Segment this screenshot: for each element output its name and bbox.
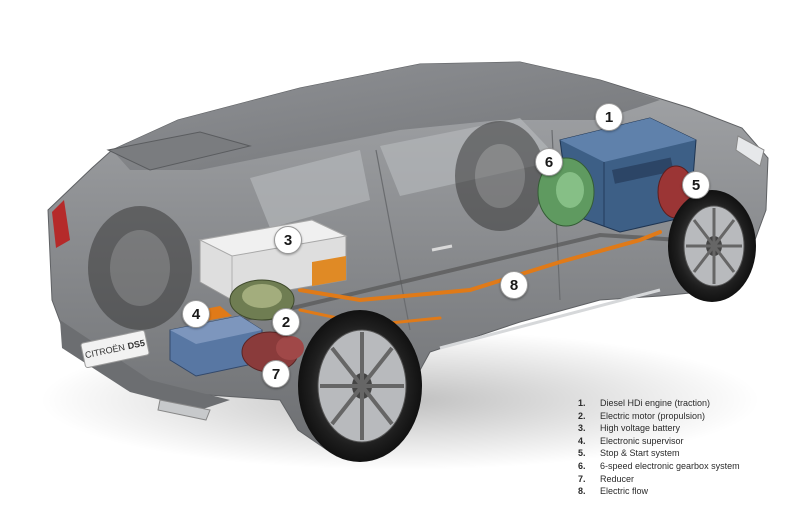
legend-number: 2. xyxy=(578,410,586,421)
callout-1: 1 xyxy=(595,103,623,131)
callout-2: 2 xyxy=(272,308,300,336)
legend-label: Electric motor (propulsion) xyxy=(600,410,706,421)
legend-label: Electronic supervisor xyxy=(600,435,684,446)
legend-number: 1. xyxy=(578,398,586,408)
rear-side-window xyxy=(250,150,370,228)
license-plate-brand: CITROËN xyxy=(84,342,126,361)
rear-wheel xyxy=(298,310,422,462)
exhaust xyxy=(157,399,211,421)
callout-7: 7 xyxy=(262,360,290,388)
door-handle xyxy=(431,244,453,252)
legend-label: Stop & Start system xyxy=(600,448,680,459)
callout-5: 5 xyxy=(682,171,710,199)
legend-label: Electric flow xyxy=(600,486,649,497)
door-line xyxy=(375,149,411,331)
chassis-frame xyxy=(199,232,681,332)
legend-label: Reducer xyxy=(600,473,635,484)
callout-8: 8 xyxy=(500,271,528,299)
car-roof xyxy=(112,62,660,170)
license-plate-model: DS5 xyxy=(126,337,146,352)
callout-3: 3 xyxy=(274,226,302,254)
callout-4: 4 xyxy=(182,300,210,328)
legend-number: 8. xyxy=(578,486,586,497)
legend-item: 2. Electric motor (propulsion) xyxy=(578,411,793,424)
legend-item: 8. Electric flow xyxy=(578,486,793,499)
front-wheel xyxy=(668,190,756,302)
legend-number: 3. xyxy=(578,423,586,434)
legend-label: Diesel HDi engine (traction) xyxy=(600,398,711,408)
legend-number: 6. xyxy=(578,460,586,471)
legend-item: 6. 6-speed electronic gearbox system xyxy=(578,461,793,474)
headlight xyxy=(735,135,765,167)
legend-item: 5. Stop & Start system xyxy=(578,448,793,461)
legend-number: 7. xyxy=(578,473,586,484)
tail-light xyxy=(52,200,70,248)
legend-label: 6-speed electronic gearbox system xyxy=(600,460,740,471)
legend: 1. Diesel HDi engine (traction) 2. Elect… xyxy=(578,398,793,499)
side-sill xyxy=(439,288,661,350)
legend-item: 7. Reducer xyxy=(578,474,793,487)
legend-item: 3. High voltage battery xyxy=(578,423,793,436)
legend-number: 5. xyxy=(578,448,586,459)
rear-wheel-inner xyxy=(88,206,192,330)
far-front-wheel xyxy=(455,121,545,231)
legend-number: 4. xyxy=(578,435,586,446)
rear-spoiler xyxy=(106,131,252,171)
legend-item: 4. Electronic supervisor xyxy=(578,436,793,449)
callout-6: 6 xyxy=(535,148,563,176)
legend-item: 1. Diesel HDi engine (traction) xyxy=(578,398,793,411)
legend-label: High voltage battery xyxy=(600,423,681,434)
